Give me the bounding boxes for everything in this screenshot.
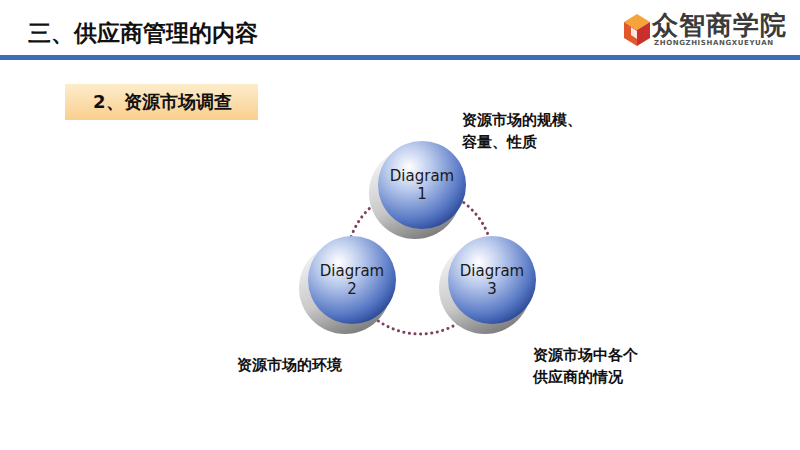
description-text: 资源市场的规模、容量、性质 bbox=[462, 109, 594, 153]
sphere-label: Diagram 2 bbox=[317, 262, 387, 298]
sphere-node: Diagram 3资源市场中各个供应商的情况 bbox=[435, 228, 545, 338]
description-text: 资源市场的环境 bbox=[237, 354, 397, 376]
dotted-connector bbox=[377, 320, 462, 334]
sphere-label: Diagram 1 bbox=[387, 167, 457, 203]
slide-title: 三、供应商管理的内容 bbox=[28, 18, 258, 49]
box-label: 2、资源市场调查 bbox=[65, 84, 258, 120]
logo-subtitle: ZHONGZHISHANGXUEYUAN bbox=[654, 39, 774, 47]
sphere-label: Diagram 3 bbox=[457, 262, 527, 298]
header-rule bbox=[0, 55, 800, 60]
process-box: 2、资源市场调查 bbox=[65, 84, 258, 120]
sphere-node: Diagram 1资源市场的规模、容量、性质 bbox=[365, 133, 475, 243]
sphere-node: Diagram 2资源市场的环境 bbox=[295, 228, 405, 338]
description-text: 资源市场中各个供应商的情况 bbox=[533, 344, 651, 388]
dotted-connector bbox=[464, 203, 489, 237]
logo-name: 众智商学院 bbox=[652, 8, 787, 43]
logo-icon bbox=[624, 14, 650, 46]
